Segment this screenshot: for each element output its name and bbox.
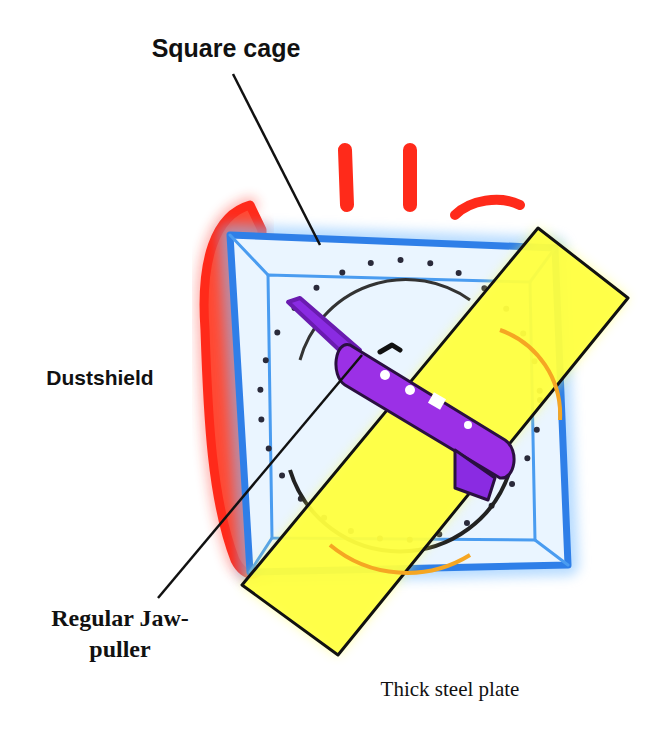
- part-label: Dustshield: [46, 364, 153, 391]
- part-label: Square cage: [152, 32, 301, 65]
- jaw-puller-shape: [288, 298, 514, 500]
- part-label: Regular Jaw-puller: [40, 603, 200, 665]
- part-label: Thick steel plate: [381, 676, 520, 703]
- leader-line: [233, 74, 320, 245]
- steel-plate-shape: [242, 228, 628, 655]
- leader-lines: [158, 74, 362, 598]
- leader-line: [158, 355, 362, 598]
